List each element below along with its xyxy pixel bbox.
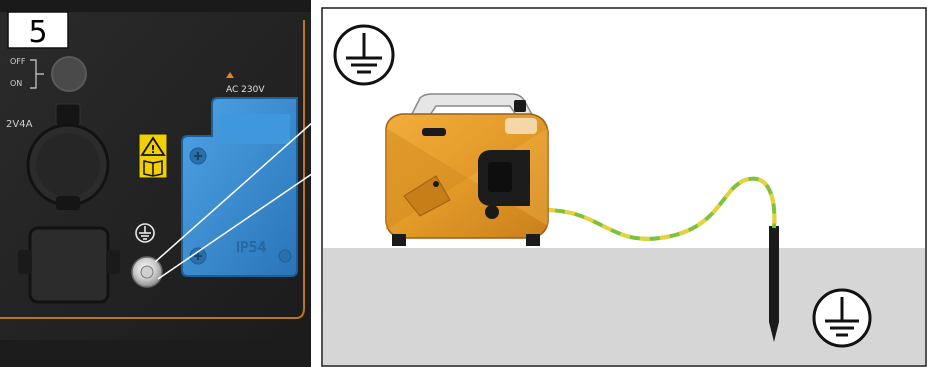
earth-ground-icon [333,24,395,86]
ground-rod [769,226,779,342]
warning-sticker: ! [138,133,168,179]
socket-voltage-label: AC 230V [226,85,265,95]
socket-rating-label: IP54 [236,240,266,256]
dc-outlet-cover[interactable] [18,226,120,304]
grounding-lug[interactable] [131,256,163,288]
switch-off-label: OFF [10,57,26,66]
zoom-callout-lines [154,113,323,280]
panel-trim-line [0,20,305,319]
warning-triangle-icon [140,136,166,156]
svg-text:!: ! [150,143,155,156]
step-number: 5 [28,15,47,50]
usb-rating-label: 2V4A [6,119,33,130]
usb-port-cover[interactable] [26,103,110,210]
switch-on-label: ON [10,79,22,88]
read-manual-icon [143,160,163,177]
closeup-panel: 5 OFF ON 2V4A ! [0,0,311,367]
overview-panel [321,7,927,367]
earth-ground-icon [812,288,872,348]
ground-cable [544,176,777,241]
step-number-box [7,11,69,49]
panel-ground-symbol-icon [135,223,155,243]
eco-switch-knob[interactable] [51,56,87,92]
generator [385,93,549,246]
